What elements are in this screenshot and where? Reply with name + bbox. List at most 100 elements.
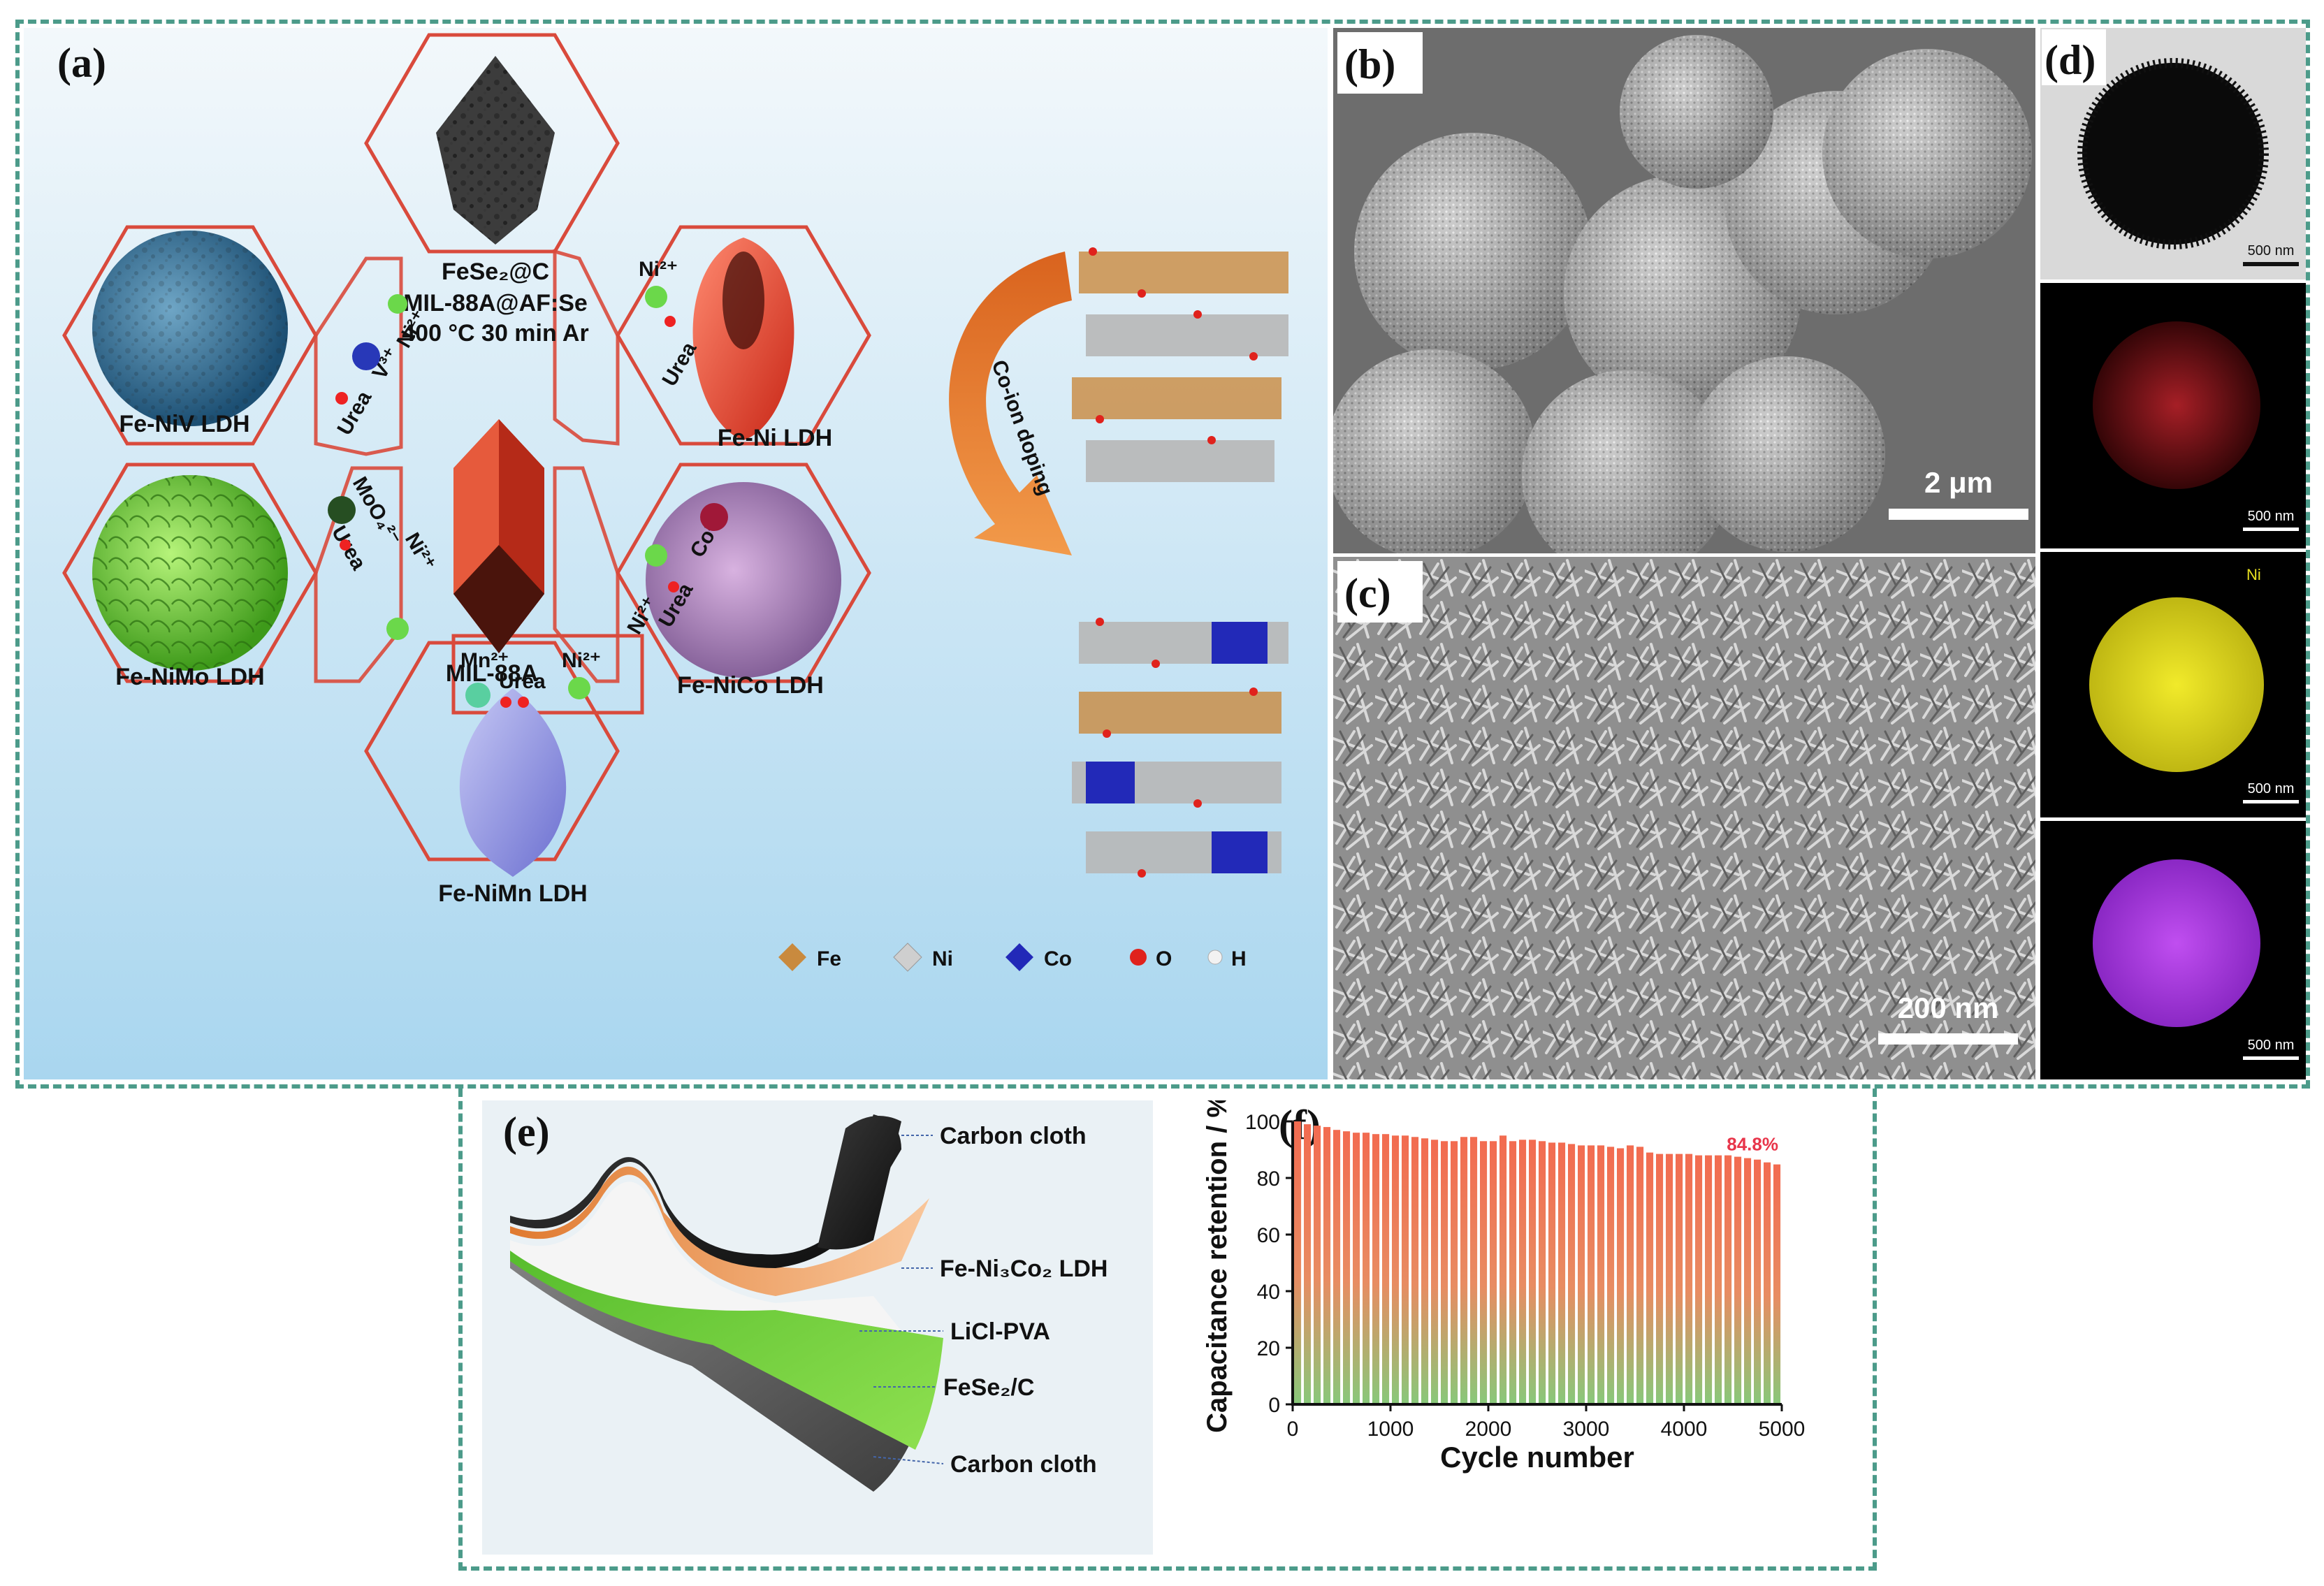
bar-800 [1372, 1134, 1380, 1404]
bar-2100 [1499, 1135, 1507, 1405]
bar-3500 [1636, 1147, 1644, 1404]
bar-1800 [1470, 1137, 1478, 1404]
svg-text:Ni: Ni [932, 947, 953, 970]
bar-600 [1353, 1133, 1360, 1404]
bar-2900 [1578, 1145, 1585, 1404]
fe-ni-label: Fe-Ni LDH [718, 425, 832, 451]
scale-label-d4: 500 nm [2248, 1038, 2295, 1053]
scale-label-b: 2 μm [1924, 466, 1993, 499]
panel-d-eds: (d) 500 nm 500 nm Ni 500 nm 500 nm [2040, 28, 2306, 1079]
x-tick-label-5000: 5000 [1759, 1418, 1806, 1441]
scale-bar-c [1878, 1033, 2018, 1045]
bar-1200 [1411, 1137, 1419, 1404]
bar-1400 [1431, 1140, 1439, 1404]
bar-2800 [1568, 1144, 1576, 1404]
bar-1500 [1441, 1141, 1448, 1404]
frame-bottom [458, 1089, 1877, 1571]
bar-1700 [1460, 1137, 1468, 1404]
svg-text:H: H [1231, 947, 1247, 970]
retention-annotation: 84.8% [1727, 1134, 1778, 1155]
scale-bar-b [1889, 509, 2028, 520]
bar-1000 [1392, 1135, 1400, 1405]
x-axis-label: Cycle number [1440, 1441, 1634, 1474]
bar-1300 [1421, 1138, 1429, 1404]
fe-nimo-label: Fe-NiMo LDH [115, 664, 264, 690]
bar-3900 [1676, 1154, 1683, 1404]
hex-fe-ni [616, 225, 871, 446]
ldh-structure-bottom [1072, 618, 1288, 878]
y-axis-label: Capacitance retention / % [1202, 1100, 1233, 1433]
bar-4600 [1744, 1158, 1752, 1404]
hex-link-rt [553, 249, 620, 446]
co-doping-arrow [949, 252, 1072, 555]
hex-fe-nimn [364, 641, 620, 861]
svg-text:Ni²⁺: Ni²⁺ [562, 649, 601, 672]
synthesis-line-1: MIL-88A@AF:Se [403, 290, 588, 317]
x-tick-label-0: 0 [1287, 1418, 1299, 1441]
panel-e-device: (e) Carbon cloth Fe-Ni₃Co₂ LDH LiCl-PVA … [482, 1100, 1153, 1555]
synthesis-line-2: 400 °C 30 min Ar [402, 320, 588, 347]
hex-top [364, 33, 620, 254]
svg-text:Urea: Urea [499, 670, 546, 693]
y-tick-label-40: 40 [1257, 1281, 1280, 1304]
x-tick-label-1000: 1000 [1367, 1418, 1414, 1441]
fe-nico-label: Fe-NiCo LDH [677, 672, 824, 699]
svg-text:Ni²⁺: Ni²⁺ [639, 258, 678, 281]
x-tick-label-4000: 4000 [1661, 1418, 1708, 1441]
bar-2200 [1509, 1141, 1517, 1404]
atom-legend: Fe Ni Co O H [778, 943, 1247, 972]
panel-b-sem: (b) 2 μm [1333, 28, 2035, 553]
bar-4300 [1715, 1155, 1722, 1404]
bar-3000 [1588, 1145, 1595, 1404]
label-fese2-c: FeSe₂/C [943, 1374, 1034, 1401]
bar-2300 [1519, 1140, 1527, 1404]
bar-2700 [1558, 1142, 1566, 1404]
bar-4900 [1773, 1164, 1781, 1404]
svg-text:Mn²⁺: Mn²⁺ [460, 649, 509, 672]
svg-text:Co: Co [1044, 947, 1072, 970]
bar-2000 [1490, 1141, 1497, 1404]
y-tick-label-60: 60 [1257, 1224, 1280, 1247]
bar-4500 [1734, 1156, 1742, 1404]
bar-0 [1294, 1121, 1302, 1404]
bar-4100 [1695, 1155, 1703, 1404]
hex-fe-nico [616, 463, 871, 683]
fe-nimn-particle [459, 688, 567, 877]
scale-label-d1: 500 nm [2248, 243, 2295, 259]
bar-400 [1333, 1130, 1341, 1404]
frame-top [15, 20, 2310, 1089]
fe-nico-sphere [646, 482, 841, 678]
fe-niv-label: Fe-NiV LDH [119, 411, 250, 437]
x-tick-label-2000: 2000 [1465, 1418, 1512, 1441]
fe-nimn-label: Fe-NiMn LDH [438, 880, 587, 907]
label-carbon-cloth-bottom: Carbon cloth [950, 1451, 1097, 1478]
label-ldh: Fe-Ni₃Co₂ LDH [940, 1256, 1107, 1282]
bar-4400 [1724, 1155, 1732, 1404]
panel-label-e: (e) [503, 1109, 550, 1155]
microspheres [1333, 35, 2032, 553]
panel-c-sem: (c) 200 nm [1333, 557, 2035, 1079]
hex-link-lt [314, 256, 403, 456]
bar-1900 [1480, 1141, 1488, 1404]
panel-label-d: (d) [2045, 37, 2096, 83]
label-carbon-cloth-top: Carbon cloth [940, 1123, 1087, 1149]
hex-link-rb [553, 466, 620, 683]
scale-label-d2: 500 nm [2248, 509, 2295, 524]
bar-4700 [1754, 1159, 1762, 1404]
bar-200 [1314, 1126, 1321, 1404]
bar-3300 [1617, 1148, 1625, 1404]
bar-3100 [1597, 1145, 1605, 1404]
scale-label-c: 200 nm [1898, 991, 1999, 1024]
hex-link-b [451, 634, 644, 715]
bar-1600 [1451, 1141, 1458, 1404]
bar-3200 [1607, 1147, 1615, 1404]
ldh-layer [510, 1166, 929, 1296]
bar-4200 [1705, 1155, 1713, 1404]
panel-a: (a) FeSe₂@C MIL-88A@AF:Se 400 °C 30 min … [24, 28, 1328, 1079]
bar-1100 [1402, 1135, 1409, 1405]
svg-text:Fe: Fe [817, 947, 841, 970]
mil-88a-label: MIL-88A [446, 660, 538, 687]
bar-300 [1323, 1127, 1331, 1404]
